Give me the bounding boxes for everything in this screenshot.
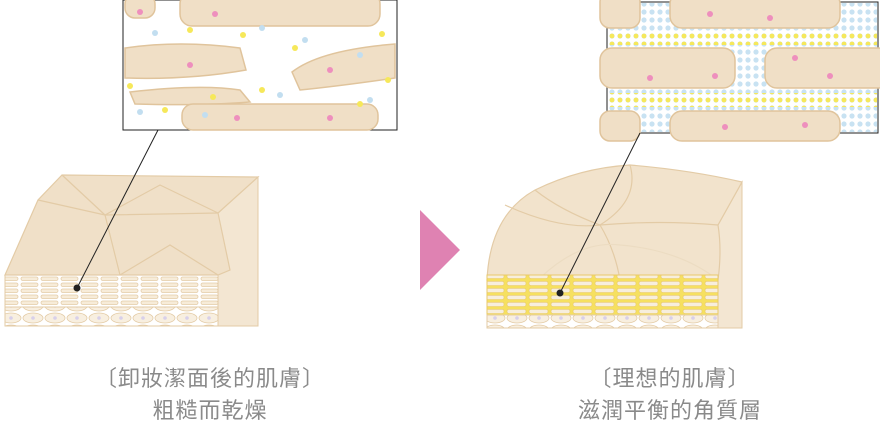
dry-skin-caption: 〔卸妝潔面後的肌膚〕 粗糙而乾燥	[40, 364, 380, 428]
right-leader-dot	[556, 289, 564, 297]
ideal-skin-caption-subtitle: 滋潤平衡的角質層	[577, 399, 762, 424]
right-leader-line	[559, 132, 641, 294]
ideal-skin-caption: 〔理想的肌膚〕 滋潤平衡的角質層	[500, 364, 840, 428]
ideal-skin-caption-title: 〔理想的肌膚〕	[589, 367, 751, 392]
dry-skin-block	[4, 174, 260, 327]
dry-skin-caption-title: 〔卸妝潔面後的肌膚〕	[94, 367, 325, 392]
ideal-skin-magnified-inset	[599, 0, 880, 142]
arrow-right-icon	[420, 210, 460, 290]
dry-skin-magnified-inset	[122, 0, 398, 131]
left-leader-line	[76, 129, 159, 289]
dry-skin-caption-subtitle: 粗糙而乾燥	[152, 399, 268, 424]
moisture-dots	[127, 9, 391, 121]
left-leader-dot	[73, 284, 81, 292]
ideal-skin-block	[486, 164, 743, 329]
